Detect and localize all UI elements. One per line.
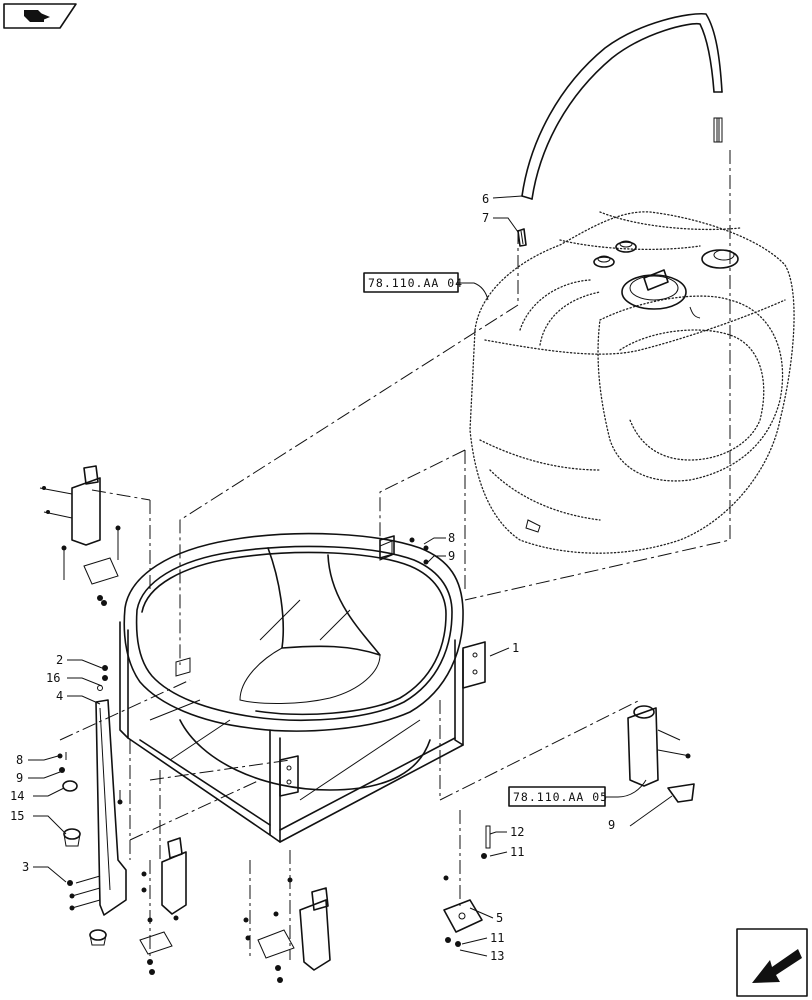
callout-15: 15 [10,809,67,835]
callout-14: 14 [10,787,65,803]
callout-9-left: 9 [16,771,61,785]
svg-text:7: 7 [482,211,489,225]
svg-text:14: 14 [10,789,24,803]
callout-9-top: 9 [427,549,455,563]
callout-13: 13 [459,949,504,963]
upper-left-bracket [39,465,121,606]
bottom-center-bracket [243,877,331,983]
callout-6: 6 [482,192,523,206]
callout-2: 2 [56,653,103,669]
callout-11-top: 11 [489,845,524,859]
svg-text:3: 3 [22,860,29,874]
svg-text:9: 9 [608,818,615,832]
left-bar [67,665,127,946]
bottom-right-plate [443,825,491,947]
callout-16: 16 [46,671,103,687]
frame [119,532,486,843]
svg-text:11: 11 [490,931,504,945]
alignment-lines [59,150,731,960]
svg-text:8: 8 [448,531,455,545]
tank [469,211,795,554]
svg-text:13: 13 [490,949,504,963]
ref-text-tank: 78.110.AA 04 [368,276,463,290]
callout-1: 1 [489,641,519,657]
ref-box-bracket[interactable]: 78.110.AA 05 [508,779,647,807]
callout-12: 12 [489,825,524,839]
arrow-icon[interactable] [736,928,808,997]
svg-text:6: 6 [482,192,489,206]
callout-10-real [629,795,673,827]
callout-4: 4 [56,689,101,705]
svg-text:15: 15 [10,809,24,823]
callout-10: 9 [608,818,615,832]
reservoir-bracket [627,705,695,803]
left-hardware [57,752,123,847]
svg-text:4: 4 [56,689,63,703]
strap [521,12,723,200]
callout-7: 7 [482,211,519,233]
callout-11-bottom: 11 [461,931,504,945]
book-icon[interactable] [3,3,77,29]
callouts: 6 7 8 9 1 2 16 4 8 9 14 15 3 9 12 11 5 1… [10,192,673,963]
svg-text:11: 11 [510,845,524,859]
callout-8-left: 8 [16,753,59,767]
ref-text-bracket: 78.110.AA 05 [513,790,608,804]
svg-text:5: 5 [496,911,503,925]
svg-text:12: 12 [510,825,524,839]
clip [517,228,527,247]
svg-text:9: 9 [16,771,23,785]
svg-text:8: 8 [16,753,23,767]
svg-text:1: 1 [512,641,519,655]
svg-text:16: 16 [46,671,60,685]
ref-box-tank[interactable]: 78.110.AA 04 [363,272,489,301]
svg-text:2: 2 [56,653,63,667]
right-small-bracket [379,535,429,565]
lower-left-bracket [139,837,187,975]
callout-3: 3 [22,860,67,883]
callout-8-top: 8 [423,531,455,545]
svg-text:9: 9 [448,549,455,563]
callout-5: 5 [469,907,503,925]
